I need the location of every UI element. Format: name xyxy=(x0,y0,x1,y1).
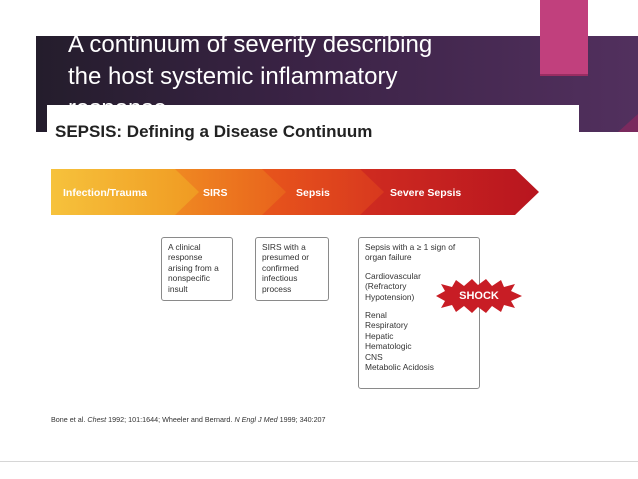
arrow-stage-severe-sepsis xyxy=(355,169,539,215)
citation-journal: N Engl J Med xyxy=(234,415,278,424)
stage-label-sirs: SIRS xyxy=(203,187,228,199)
arrow-stage-sepsis xyxy=(259,169,384,215)
desc-line: A clinical xyxy=(168,242,201,252)
accent-tab xyxy=(540,0,588,76)
severe-sepsis-description-box: Sepsis with a ≥ 1 sign of organ failure … xyxy=(358,237,480,389)
footer-divider xyxy=(0,461,638,462)
stage-label-infection: Infection/Trauma xyxy=(63,187,147,199)
shock-label: SHOCK xyxy=(459,290,499,302)
desc-line: Hematologic xyxy=(365,341,412,352)
continuum-arrows: Infection/Trauma SIRS Sepsis Severe Seps… xyxy=(51,169,539,215)
desc-line: Hypotension) xyxy=(365,291,415,302)
shock-starburst-icon xyxy=(436,279,522,313)
title-band-fold xyxy=(618,114,638,132)
citation: Bone et al. Chest 1992; 101:1644; Wheele… xyxy=(51,415,326,424)
sepsis-description-box: SIRS with a presumed or confirmed infect… xyxy=(255,237,329,301)
desc-line: CNS xyxy=(365,351,383,362)
desc-line: arising from a xyxy=(168,262,219,273)
desc-line: nonspecific xyxy=(168,273,210,284)
desc-line: insult xyxy=(168,283,188,294)
desc-line: Renal xyxy=(365,310,387,321)
shock-badge: SHOCK xyxy=(436,279,522,313)
desc-line: presumed or xyxy=(262,252,310,263)
sirs-description-box: A clinical response arising from a nonsp… xyxy=(161,237,233,301)
desc-line: Cardiovascular xyxy=(365,270,421,281)
citation-text: Bone et al. xyxy=(51,415,88,424)
desc-line: organ failure xyxy=(365,252,412,263)
desc-line: Respiratory xyxy=(365,320,408,331)
desc-line: process xyxy=(262,283,292,294)
arrow-stage-sirs xyxy=(171,169,286,215)
desc-line: SIRS with a xyxy=(262,242,306,252)
citation-journal: Chest xyxy=(87,415,107,424)
desc-line: Hepatic xyxy=(365,330,394,341)
desc-line: response xyxy=(168,252,203,263)
stage-label-severe-sepsis: Severe Sepsis xyxy=(390,187,461,199)
desc-line: infectious xyxy=(262,273,298,284)
citation-text: 1992; 101:1644; Wheeler and Bernard. xyxy=(106,415,235,424)
stage-label-sepsis: Sepsis xyxy=(296,187,330,199)
desc-line: confirmed xyxy=(262,262,299,273)
arrow-stage-infection xyxy=(51,169,199,215)
desc-line: Metabolic Acidosis xyxy=(365,362,434,373)
desc-line: Sepsis with a ≥ 1 sign of xyxy=(365,242,456,252)
figure-title: SEPSIS: Defining a Disease Continuum xyxy=(55,122,373,141)
figure-panel: SEPSIS: Defining a Disease Continuum xyxy=(47,105,579,440)
citation-text: 1999; 340:207 xyxy=(277,415,326,424)
desc-line: (Refractory xyxy=(365,281,407,292)
